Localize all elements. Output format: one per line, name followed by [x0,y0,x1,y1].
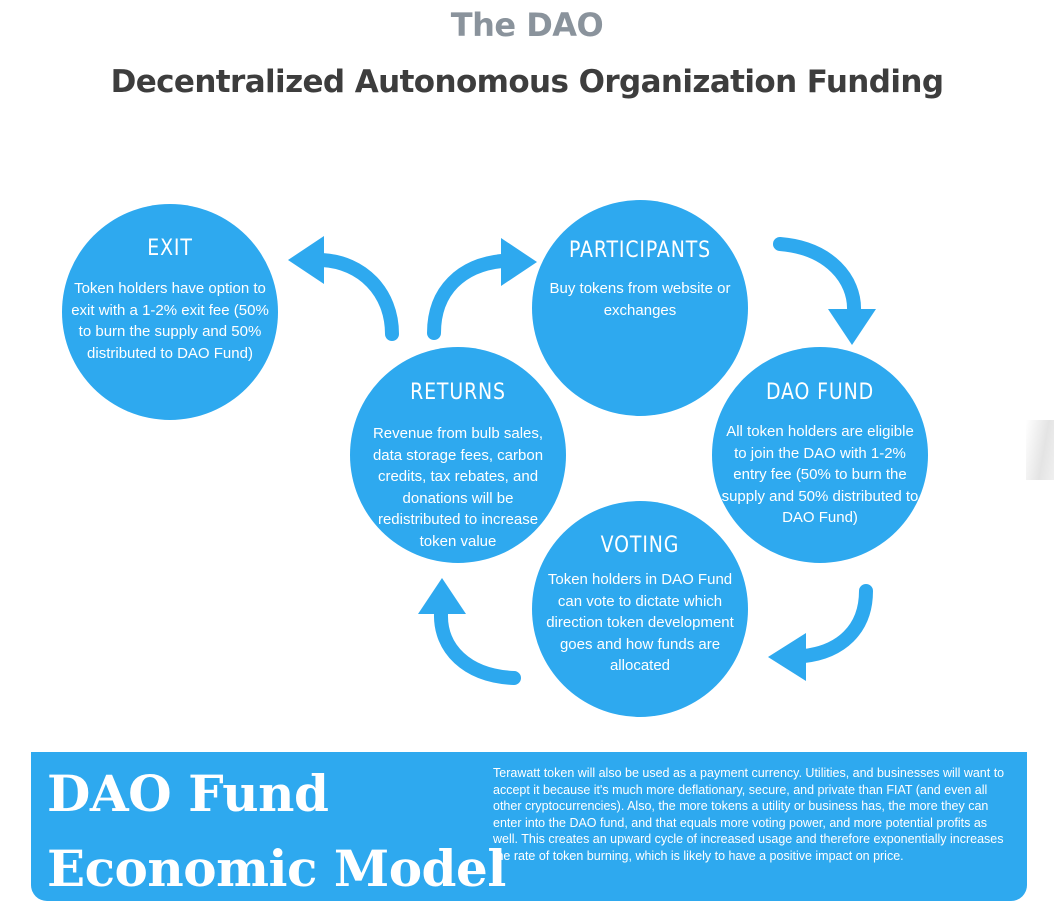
arrowhead-exit [288,236,324,284]
node-dao-fund-title: DAO FUND [765,380,875,405]
banner-description: Terawatt token will also be used as a pa… [493,766,1005,863]
banner-title-line1: DAO Fund [47,764,329,823]
arrow-returns-to-participants [427,254,509,340]
arrowhead-returns [418,578,466,614]
node-dao-fund: DAO FUND All token holders are eligible … [712,347,928,563]
node-voting-title: VOTING [600,533,680,558]
arrow-returns-to-exit [315,253,399,341]
economic-model-banner: DAO Fund Economic Model Terawatt token w… [31,752,1027,901]
node-participants-title: PARTICIPANTS [568,238,712,263]
node-returns-title: RETURNS [410,380,506,405]
arrow-fund-to-voting [797,584,873,663]
arrow-participants-to-fund [773,237,861,317]
node-voting: VOTING Token holders in DAO Fund can vot… [532,501,748,717]
arrowhead-fund [828,309,876,345]
arrow-voting-to-returns [433,607,521,685]
page-subtitle: Decentralized Autonomous Organization Fu… [110,64,944,100]
node-voting-description: Token holders in DAO Fund can vote to di… [546,571,734,674]
edge-shadow [1026,420,1054,480]
node-returns-description: Revenue from bulb sales, data storage fe… [372,425,544,550]
node-exit-title: EXIT [147,236,193,261]
banner-title-line2: Economic Model [47,839,506,898]
node-exit: EXIT Token holders have option to exit w… [62,204,278,420]
arrowhead-participants [501,238,537,286]
node-exit-description: Token holders have option to exit with a… [71,280,269,362]
node-participants: PARTICIPANTS Buy tokens from website or … [532,200,748,416]
node-returns: RETURNS Revenue from bulb sales, data st… [350,347,566,563]
arrowhead-voting [768,633,806,681]
page-title: The DAO [450,6,604,44]
node-participants-description: Buy tokens from website or exchanges [549,280,731,319]
node-dao-fund-description: All token holders are eligible to join t… [721,423,919,526]
